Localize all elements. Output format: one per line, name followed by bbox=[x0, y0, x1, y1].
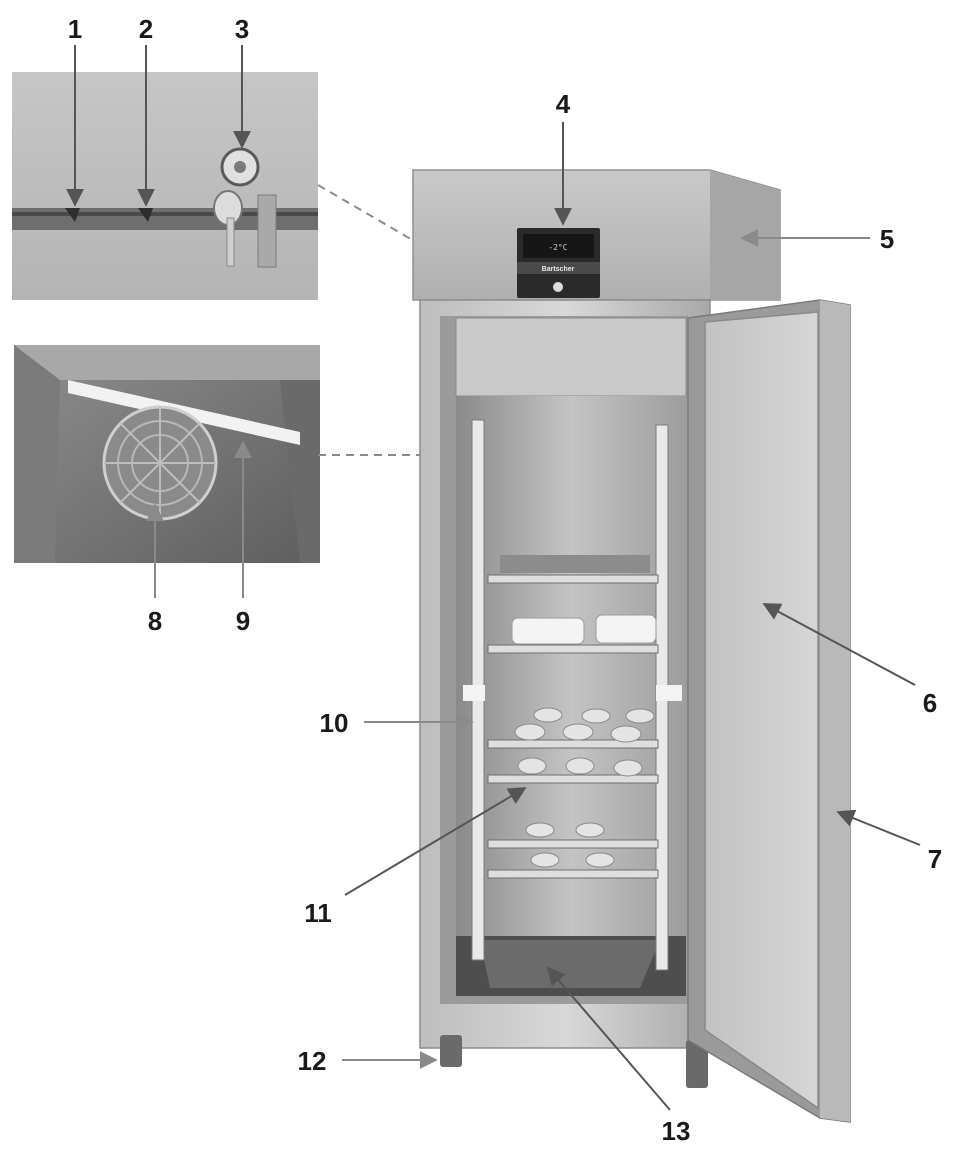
inset-lock-detail bbox=[12, 72, 318, 300]
door-glass-panel bbox=[704, 311, 819, 1110]
hinge-pin-2 bbox=[138, 208, 153, 222]
lock-icon bbox=[213, 147, 277, 268]
control-panel: -2°C Bartscher bbox=[517, 228, 600, 298]
callout-11: 11 bbox=[304, 898, 332, 928]
refrigerator: -2°C Bartscher bbox=[412, 169, 851, 1123]
callout-13: 13 bbox=[662, 1116, 691, 1146]
callout-1: 1 bbox=[68, 14, 82, 44]
fan-icon bbox=[102, 405, 218, 521]
callout-3: 3 bbox=[235, 14, 249, 44]
door-edge-gasket bbox=[820, 300, 850, 1122]
callout-10: 10 bbox=[320, 708, 349, 738]
callout-labels: 1 2 3 4 5 6 7 8 9 10 11 12 13 bbox=[68, 14, 942, 1146]
display-readout: -2°C bbox=[548, 243, 567, 252]
callout-12: 12 bbox=[298, 1046, 327, 1076]
callout-7: 7 bbox=[928, 844, 942, 874]
callout-5: 5 bbox=[880, 224, 894, 254]
hinge-pin-1 bbox=[65, 208, 80, 222]
callout-4: 4 bbox=[556, 89, 571, 119]
tray-rack bbox=[463, 419, 682, 971]
adjustable-foot-left bbox=[440, 1035, 462, 1067]
callout-arrows bbox=[66, 45, 921, 1111]
callout-9: 9 bbox=[236, 606, 250, 636]
callout-8: 8 bbox=[148, 606, 162, 636]
callout-2: 2 bbox=[139, 14, 153, 44]
inset-fan-light-detail bbox=[14, 345, 320, 563]
callout-6: 6 bbox=[923, 688, 937, 718]
power-button-icon bbox=[553, 282, 563, 292]
adjustable-foot-right bbox=[686, 1040, 708, 1088]
brand-logo: Bartscher bbox=[542, 266, 575, 273]
